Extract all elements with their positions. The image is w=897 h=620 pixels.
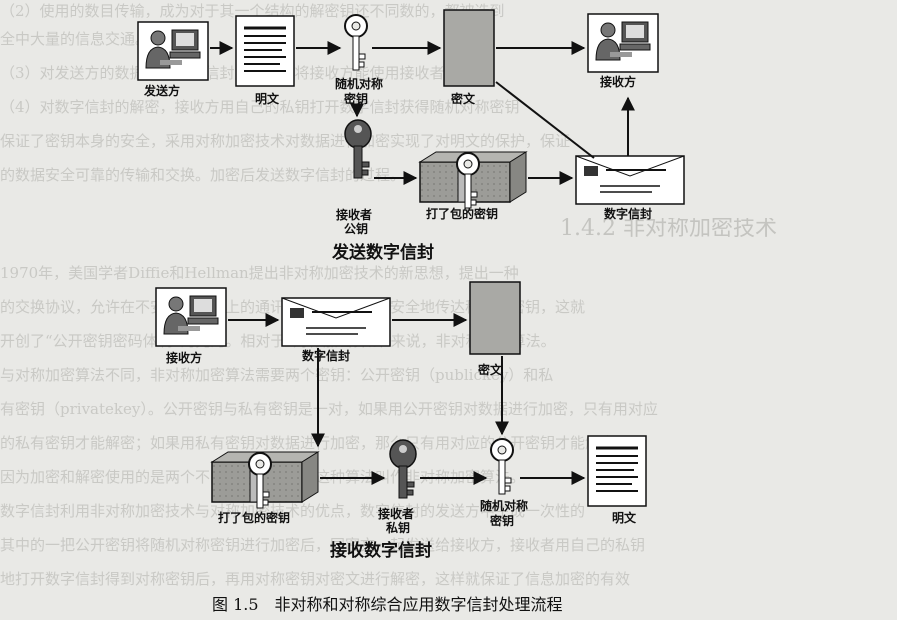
private-key-label-line2: 私钥 [385,520,410,535]
received-ciphertext-label: 密文 [478,362,503,377]
line-ciphertext-to-envelope [495,81,595,159]
background-text-line: 有密钥（privatekey）。公开密钥与私有密钥是一对，如果用公开密钥对数据进… [0,400,658,418]
background-text-line: 地打开数字信封得到对称密钥后，再用对称密钥对密文进行解密，这样就保证了信息加密的… [0,570,631,588]
recovered-plaintext-label: 明文 [612,510,637,525]
receive-section-title: 接收数字信封 [330,540,432,561]
packaged-key-label: 打了包的密钥 [426,206,498,221]
digital-envelope-icon [575,155,685,205]
plaintext-label: 明文 [255,91,280,106]
sender-label: 发送方 [143,83,180,98]
receiver-private-key-icon [389,439,417,499]
background-text-line: 的数据安全可靠的传输和交换。加密后发送数字信封的过程。 [0,166,406,184]
private-key-label-line1: 接收者 [378,506,414,521]
recovered-key-label-line1: 随机对称 [480,498,528,513]
received-ciphertext-box [469,281,521,355]
random-symmetric-key-icon [344,14,368,71]
background-text-line: 开创了“公开密钥密码体制”的先河。相对于“对称加密算法”来说，非对称加密算法。 [0,332,556,350]
random-key-label-line2: 密钥 [344,91,368,106]
recovered-plaintext-icon [586,434,648,508]
send-section-title: 发送数字信封 [331,242,434,263]
figure-caption: 图 1.5 非对称和对称综合应用数字信封处理流程 [212,595,563,614]
receiver-computer-icon-2 [155,287,227,347]
background-text-line: 数字信封利用非对称加密技术与对称加密技术的优点，数字信封的发送方中生成一次性的 [0,502,586,520]
background-text-line: 其中的一把公开密钥将随机对称密钥进行加密后，同密文一起发送给接收方，接收者用自己… [0,536,646,554]
public-key-label-line2: 公钥 [344,221,368,236]
receiver-label-bottom: 接收方 [166,350,202,365]
recovered-random-key-icon [490,438,514,495]
background-text-line: 全中大量的信息交通。 [0,30,151,48]
background-heading: 1.4.2 非对称加密技术 [560,218,777,240]
plaintext-document-icon [234,14,296,88]
background-text-line: 保证了密钥本身的安全，采用对称加密技术对数据进行加密实现了对明文的保护，保证 [0,132,571,150]
receiver-label-top: 接收方 [600,74,636,89]
digital-envelope-label: 数字信封 [604,206,652,221]
random-key-label-line1: 随机对称 [335,76,383,91]
receiver-public-key-icon [344,119,372,179]
received-package-label: 打了包的密钥 [218,510,290,525]
public-key-label-line1: 接收者 [336,207,372,222]
background-text-line: （2）使用的数目传输，成为对于其一个结构的解密钥还不同数的，都被选到 [0,2,505,20]
received-envelope-label: 数字信封 [302,348,350,363]
received-envelope-icon [281,297,391,347]
ciphertext-box [443,9,495,87]
recovered-key-label-line2: 密钥 [490,513,514,528]
background-text-line: 与对称加密算法不同，非对称加密算法需要两个密钥：公开密钥（publickey）和… [0,366,554,384]
sender-computer-icon [137,21,209,81]
receiver-computer-icon [587,13,659,73]
ciphertext-label: 密文 [451,91,476,106]
background-text-line: （4）对数字信封的解密，接收方用自己的私钥打开数字信封获得随机对称密钥 [0,98,520,116]
background-text-line: 1970年，美国学者Diffie和Hellman提出非对称加密技术的新思想，提出… [0,264,519,282]
